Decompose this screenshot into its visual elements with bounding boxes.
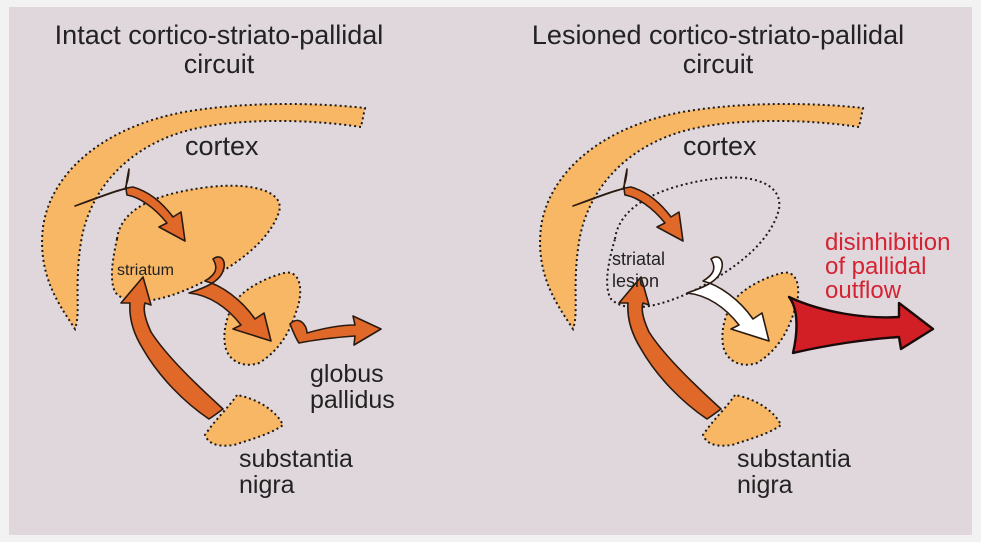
lesioned-nigra-label: nigra: [737, 471, 793, 499]
diagram-figure: Intact cortico-striato-pallidal circuit …: [9, 7, 972, 535]
disinhibition-label-line3: outflow: [825, 277, 902, 304]
lesioned-panel: cortex striatal lesion disinhibition of …: [540, 104, 950, 499]
intact-pallidus-label: pallidus: [310, 386, 395, 414]
intact-striatum-label: striatum: [117, 262, 174, 279]
lesioned-striatal-label: striatal: [612, 249, 665, 269]
intact-cortex-label: cortex: [185, 131, 259, 161]
intact-globus-label: globus: [310, 360, 384, 388]
intact-nigra-label: nigra: [239, 471, 295, 499]
circuit-diagram: cortex striatum globus pallidus substant…: [9, 7, 972, 535]
lesioned-cortex-label: cortex: [683, 131, 757, 161]
lesioned-pallidal-outflow-arrow: [789, 297, 933, 353]
lesioned-substantia-label: substantia: [737, 445, 851, 473]
intact-panel: cortex striatum globus pallidus substant…: [42, 104, 395, 499]
lesioned-lesion-label: lesion: [612, 271, 659, 291]
disinhibition-label-line2: of pallidal: [825, 253, 926, 280]
disinhibition-label-line1: disinhibition: [825, 229, 950, 256]
intact-substantia-label: substantia: [239, 445, 353, 473]
intact-pallidus-outflow-arrow: [290, 316, 381, 345]
